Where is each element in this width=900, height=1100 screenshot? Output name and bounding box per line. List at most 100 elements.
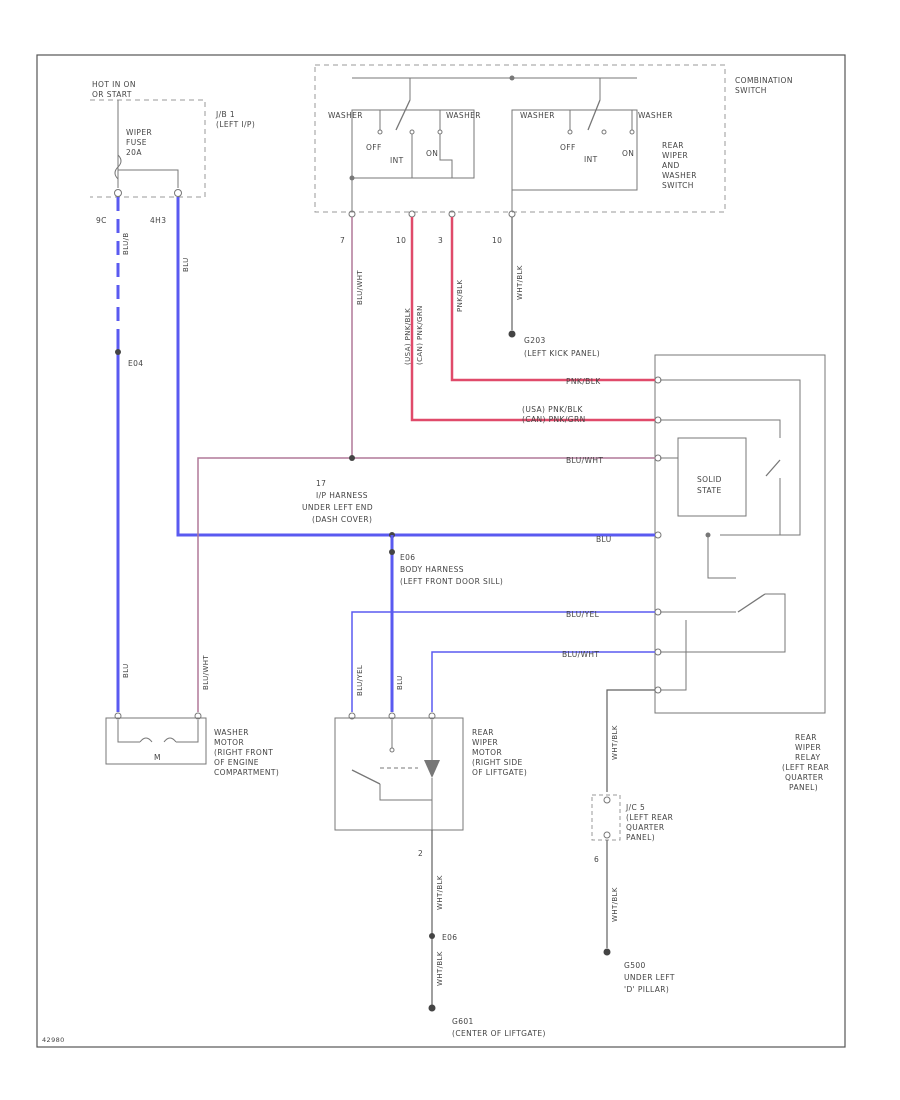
rear-switch-label-5: SWITCH xyxy=(662,181,694,190)
e06-bottom-label: E06 xyxy=(442,933,457,942)
washer-motor-terminal-b xyxy=(194,712,202,720)
solid-state-label: SOLID xyxy=(697,475,722,484)
wire-wht-blk-g203: WHT/BLK G203 (LEFT KICK PANEL) xyxy=(508,217,600,358)
rwm-wire-a-label: BLU/YEL xyxy=(356,665,364,696)
relay-label-2: WIPER xyxy=(795,743,821,752)
wire-blu-b-label: BLU/B xyxy=(122,232,130,255)
e06-top-label: E06 xyxy=(400,553,415,562)
h-blu-label: BLU xyxy=(596,535,612,544)
rear-motor-label-2: WIPER xyxy=(472,738,498,747)
wire-blu-wht-2: BLU/WHT xyxy=(431,650,655,712)
front-washer-label-2: WASHER xyxy=(446,111,481,120)
h-blu-wht-label: BLU/WHT xyxy=(566,456,603,465)
solid-state-label-2: STATE xyxy=(697,486,722,495)
h-pnk-blk-label: PNK/BLK xyxy=(566,377,601,386)
h-usa-label: (USA) PNK/BLK xyxy=(522,405,583,414)
body-harness-label: BODY HARNESS xyxy=(400,565,464,574)
jc5-label-2: (LEFT REAR xyxy=(626,813,673,822)
g203-location-label: (LEFT KICK PANEL) xyxy=(524,349,600,358)
g601-label: G601 xyxy=(452,1017,474,1026)
g601-location-label: (CENTER OF LIFTGATE) xyxy=(452,1029,546,1038)
wire-wht-blk-label: WHT/BLK xyxy=(516,265,524,300)
rear-wiper-motor: REAR WIPER MOTOR (RIGHT SIDE OF LIFTGATE… xyxy=(334,712,527,831)
washer-motor-label-4: OF ENGINE xyxy=(214,758,259,767)
front-washer-label: WASHER xyxy=(328,111,363,120)
front-int-label: INT xyxy=(390,156,404,165)
rear-motor-label-3: MOTOR xyxy=(472,748,502,757)
rm-ground-wire-label: WHT/BLK xyxy=(436,875,444,910)
body-harness-label-2: (LEFT FRONT DOOR SILL) xyxy=(400,577,503,586)
washer-motor-label-2: MOTOR xyxy=(214,738,244,747)
ip-harness-label-2: UNDER LEFT END xyxy=(302,503,373,512)
ground-g203 xyxy=(508,330,516,338)
wire-blu-wht: BLU/WHT BLU/WHT BLU/WHT 17 I/P HARNESS U… xyxy=(197,217,655,712)
wire-blu-b: E04 BLU/B BLU xyxy=(115,197,143,712)
h-blu-yel-label: BLU/YEL xyxy=(566,610,600,619)
fuse-terminal-a xyxy=(114,189,122,197)
relay-terminal-4 xyxy=(654,531,662,539)
relay-label-5: QUARTER xyxy=(785,773,824,782)
rear-washer-label: WASHER xyxy=(520,111,555,120)
diagram-id-label: 42980 xyxy=(42,1036,65,1044)
relay-label-4: (LEFT REAR xyxy=(782,763,829,772)
wiper-fuse-rating: 20A xyxy=(126,148,142,157)
g203-label: G203 xyxy=(524,336,546,345)
relay-ground-wire-label: WHT/BLK xyxy=(611,725,619,760)
rear-motor-label: REAR xyxy=(472,728,494,737)
rear-motor-label-5: OF LIFTGATE) xyxy=(472,768,527,777)
rear-int-label: INT xyxy=(584,155,598,164)
rear-switch-body xyxy=(511,109,638,191)
jb1-location-label: (LEFT I/P) xyxy=(216,120,255,129)
rwm-wire-b-label: BLU xyxy=(396,675,404,690)
rear-switch-label-4: WASHER xyxy=(662,171,697,180)
rear-motor-terminal-b xyxy=(388,712,396,720)
wire-blu-label: BLU xyxy=(182,257,190,272)
rear-motor-label-4: (RIGHT SIDE xyxy=(472,758,523,767)
rear-wiper-relay: SOLID STATE REAR WIPER RELAY (LEFT REAR … xyxy=(654,354,829,792)
wire-blu-rear-motor: E06 BODY HARNESS (LEFT FRONT DOOR SILL) … xyxy=(389,535,503,712)
switch-pin-4: 10 xyxy=(492,236,502,245)
washer-motor-m-label: M xyxy=(154,753,161,762)
jc-pin-label: 6 xyxy=(594,855,599,864)
washer-motor-label-5: COMPARTMENT) xyxy=(214,768,279,777)
g500-label: G500 xyxy=(624,961,646,970)
wm-wire-a-label: BLU xyxy=(122,663,130,678)
switch-pin-1: 7 xyxy=(340,236,345,245)
h-can-label: (CAN) PNK/GRN xyxy=(522,415,586,424)
front-switch-body xyxy=(351,109,475,179)
washer-motor-terminal-a xyxy=(114,712,122,720)
combination-switch-label-2: SWITCH xyxy=(735,86,767,95)
solid-state-module xyxy=(677,437,747,517)
wire-blu-yel: BLU/YEL BLU/YEL xyxy=(351,610,655,712)
jc5-label-4: PANEL) xyxy=(626,833,655,842)
jc5-label-3: QUARTER xyxy=(626,823,665,832)
wire-can-pnk-grn-label: (CAN) PNK/GRN xyxy=(416,305,424,365)
hot-in-on-label: HOT IN ON xyxy=(92,80,136,89)
or-start-label: OR START xyxy=(92,90,132,99)
wm-wire-b-label: BLU/WHT xyxy=(202,655,210,690)
combination-switch-label: COMBINATION xyxy=(735,76,793,85)
junction-block-1: HOT IN ON OR START J/B 1 (LEFT I/P) WIPE… xyxy=(90,80,255,225)
front-on-label: ON xyxy=(426,149,438,158)
switch-terminal-2 xyxy=(408,210,416,218)
wire-pnk-blk: (USA) PNK/BLK (CAN) PNK/GRN PNK/BLK PNK/… xyxy=(404,217,655,424)
wire-pnk-blk-label: PNK/BLK xyxy=(456,279,464,312)
ground-g500 xyxy=(603,948,611,956)
g500-location-label-2: 'D' PILLAR) xyxy=(624,985,669,994)
wire-relay-ground: WHT/BLK J/C 5 (LEFT REAR QUARTER PANEL) … xyxy=(591,689,675,994)
diagram-frame xyxy=(36,54,846,1048)
rear-switch-label-2: WIPER xyxy=(662,151,688,160)
ip-harness-label: I/P HARNESS xyxy=(316,491,368,500)
washer-motor-label: WASHER xyxy=(214,728,249,737)
combination-switch: COMBINATION SWITCH WASHER WASHER OFF INT… xyxy=(314,64,793,245)
relay-label: REAR xyxy=(795,733,817,742)
rear-on-label: ON xyxy=(622,149,634,158)
front-off-label: OFF xyxy=(366,143,382,152)
g500-location-label: UNDER LEFT xyxy=(624,973,675,982)
rear-switch-label-3: AND xyxy=(662,161,680,170)
fuse-pin-b-label: 4H3 xyxy=(150,216,166,225)
rear-washer-label-2: WASHER xyxy=(638,111,673,120)
washer-motor: M WASHER MOTOR (RIGHT FRONT OF ENGINE CO… xyxy=(105,712,279,777)
rear-motor-terminal-c xyxy=(428,712,436,720)
